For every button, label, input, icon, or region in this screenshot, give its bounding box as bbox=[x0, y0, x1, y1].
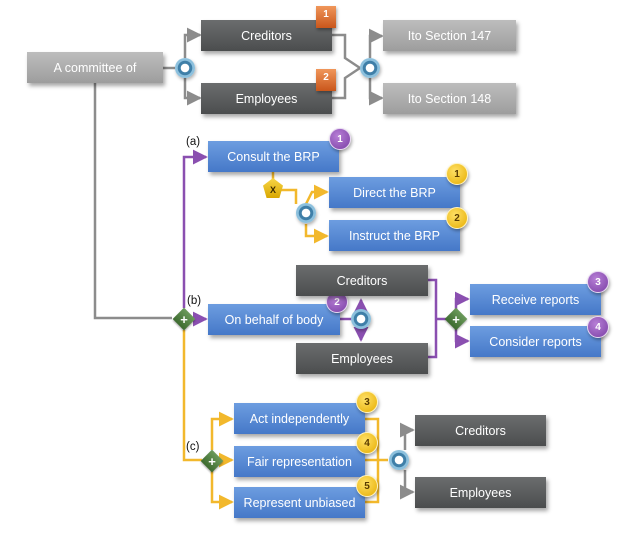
consider-badge: 4 bbox=[587, 316, 609, 338]
grey-connectors bbox=[93, 27, 415, 500]
section-148-node: Ito Section 148 bbox=[383, 83, 516, 114]
top-merge-ring bbox=[175, 58, 195, 78]
employees-flag: 2 bbox=[316, 69, 336, 91]
creditors-flag: 1 bbox=[316, 6, 336, 28]
represent-unbiased-node: Represent unbiased bbox=[234, 487, 365, 518]
parallel-gateway-c-glyph: + bbox=[208, 453, 216, 469]
parallel-gateway-reports-glyph: + bbox=[452, 311, 460, 327]
section-147-node: Ito Section 147 bbox=[383, 20, 516, 51]
top-creditors-node: Creditors bbox=[201, 20, 332, 51]
receive-badge: 3 bbox=[587, 271, 609, 293]
receive-reports-node: Receive reports bbox=[470, 284, 601, 315]
rep-creditors-node: Creditors bbox=[415, 415, 546, 446]
fair-representation-node: Fair representation bbox=[234, 446, 365, 477]
act-independently-node: Act independently bbox=[234, 403, 365, 434]
represent-badge: 5 bbox=[356, 475, 378, 497]
body-creditors-node: Creditors bbox=[296, 265, 428, 296]
fair-badge: 4 bbox=[356, 432, 378, 454]
rep-employees-node: Employees bbox=[415, 477, 546, 508]
top-employees-node: Employees bbox=[201, 83, 332, 114]
body-ring bbox=[351, 309, 371, 329]
committee-root-node: A committee of bbox=[27, 52, 163, 83]
consult-brp-node: Consult the BRP bbox=[208, 141, 339, 172]
section-merge-ring bbox=[360, 58, 380, 78]
direct-badge: 1 bbox=[446, 163, 468, 185]
parallel-gateway-b-glyph: + bbox=[180, 311, 188, 327]
purple-connectors bbox=[182, 149, 470, 359]
instruct-brp-node: Instruct the BRP bbox=[329, 220, 460, 251]
act-badge: 3 bbox=[356, 391, 378, 413]
direct-brp-node: Direct the BRP bbox=[329, 177, 460, 208]
branch-a-marker: (a) bbox=[186, 136, 201, 148]
consider-reports-node: Consider reports bbox=[470, 326, 601, 357]
representation-ring bbox=[389, 450, 409, 470]
exclusive-gateway: X bbox=[263, 178, 283, 198]
brp-merge-ring bbox=[296, 203, 316, 223]
yellow-connectors bbox=[182, 172, 388, 510]
branch-b-marker: (b) bbox=[187, 295, 202, 307]
consult-badge: 1 bbox=[329, 128, 351, 150]
instruct-badge: 2 bbox=[446, 207, 468, 229]
on-behalf-node: On behalf of body bbox=[208, 304, 340, 335]
branch-c-marker: (c) bbox=[186, 441, 200, 453]
body-employees-node: Employees bbox=[296, 343, 428, 374]
